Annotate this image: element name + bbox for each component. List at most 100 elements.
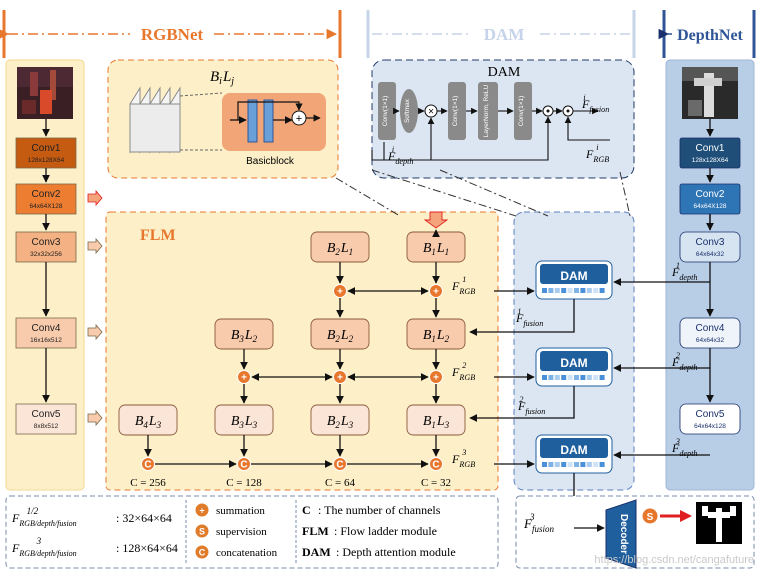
flm-channel-label: C = 32 bbox=[421, 477, 451, 489]
dam-softmax bbox=[400, 89, 418, 133]
dam-conv2-box: Conv(1×1) bbox=[448, 82, 466, 140]
flm-block-b4-l3: B4L3 bbox=[118, 404, 178, 436]
depth-conv-size: 64x64x128 bbox=[694, 423, 726, 430]
depth-conv-name: Conv2 bbox=[696, 189, 725, 200]
flm-concat-3 bbox=[429, 457, 443, 471]
stacked-layers-icon bbox=[129, 86, 181, 154]
flm-block-b2-l1: B2L1 bbox=[310, 231, 370, 263]
basicblock-title: BiLj bbox=[210, 69, 234, 87]
legend-third-formula: FRGB/depth/fusion3 bbox=[11, 536, 77, 558]
feature-label: Fdepth1 bbox=[671, 261, 697, 282]
flm-panel bbox=[105, 211, 499, 491]
feature-label: Fdepth2 bbox=[671, 351, 697, 372]
feature-label: FRGB3 bbox=[451, 448, 475, 469]
svg-text:Conv(1×1): Conv(1×1) bbox=[382, 96, 389, 127]
legend-def-text: : Flow ladder module bbox=[334, 524, 437, 538]
dam-module-label: DAM bbox=[560, 269, 587, 283]
rgb-conv2-block: Conv2 64x64X128 bbox=[15, 183, 77, 215]
header-depthnet: DepthNet bbox=[658, 10, 756, 58]
dam-module-3: DAM bbox=[535, 434, 613, 474]
depth-conv-name: Conv3 bbox=[696, 237, 725, 248]
legend-panel bbox=[5, 495, 499, 569]
svg-text:+: + bbox=[241, 373, 247, 384]
depth-conv-name: Conv5 bbox=[696, 409, 725, 420]
flm-channel-label: C = 256 bbox=[130, 477, 166, 489]
rgb-conv-size: 128x128X64 bbox=[28, 157, 65, 164]
svg-text:B3L2: B3L2 bbox=[231, 328, 258, 344]
legend-def-text: : The number of channels bbox=[318, 503, 441, 517]
flm-channel-label: C = 128 bbox=[226, 477, 262, 489]
legend-def-key: FLM bbox=[302, 524, 329, 538]
svg-text:+: + bbox=[199, 506, 204, 516]
svg-text:B4L3: B4L3 bbox=[135, 414, 162, 430]
flm-concat-2 bbox=[333, 457, 347, 471]
svg-text:Conv(1×1): Conv(1×1) bbox=[518, 96, 525, 127]
svg-text:B1L3: B1L3 bbox=[423, 414, 450, 430]
dam-detail-panel bbox=[371, 59, 635, 179]
svg-text:B2L2: B2L2 bbox=[327, 328, 354, 344]
legend-supervision-icon bbox=[194, 523, 210, 539]
legend-concatenation-label: concatenation bbox=[216, 547, 278, 559]
dam-module-1: DAM bbox=[535, 260, 613, 300]
rgb-conv5-block: Conv5 8x8x512 bbox=[15, 403, 77, 435]
flm-sum-r1-c2 bbox=[333, 284, 347, 298]
svg-text:Conv(1×1): Conv(1×1) bbox=[452, 96, 459, 127]
depth-conv-size: 128x128X64 bbox=[692, 157, 729, 164]
dam-module-label: DAM bbox=[560, 356, 587, 370]
depth-input-image bbox=[682, 67, 738, 119]
rgb-to-flm-arrow bbox=[87, 237, 103, 255]
rgb-conv-size: 64x64X128 bbox=[30, 203, 63, 210]
rgb-conv-size: 8x8x512 bbox=[34, 423, 59, 430]
legend-def-key: C bbox=[302, 503, 311, 517]
dam-detail-ops: Conv(1×1) Softmax × Conv(1×1) LayerNorm, ReL… bbox=[371, 82, 610, 166]
flm-concat-1 bbox=[237, 457, 251, 471]
svg-text:+: + bbox=[296, 113, 302, 125]
svg-text:+: + bbox=[337, 373, 343, 384]
feature-label: FRGB2 bbox=[451, 361, 475, 382]
flm-concat-0 bbox=[141, 457, 155, 471]
depth-conv5-block: Conv5 64x64x128 bbox=[679, 403, 741, 435]
rgb-to-flm-arrow bbox=[87, 409, 103, 427]
dam-conv3-box: Conv(1×1) bbox=[514, 82, 532, 140]
header-dam: DAM bbox=[366, 10, 636, 58]
rgb-conv-name: Conv2 bbox=[32, 189, 61, 200]
svg-text:S: S bbox=[199, 527, 205, 537]
depth-conv-name: Conv4 bbox=[696, 323, 725, 334]
svg-text:B1L2: B1L2 bbox=[423, 328, 450, 344]
rgb-to-flm-arrow bbox=[87, 189, 103, 207]
decoder-block bbox=[605, 499, 637, 569]
flm-block-b3-l2: B3L2 bbox=[214, 318, 274, 350]
svg-text:+: + bbox=[433, 287, 439, 298]
flm-block-b1-l2: B1L2 bbox=[406, 318, 466, 350]
depth-conv-name: Conv1 bbox=[696, 143, 725, 154]
header-rgbnet: RGBNet bbox=[0, 10, 342, 58]
dam-detail-title: DAM bbox=[488, 65, 521, 80]
legend-half-value: : 32×64×64 bbox=[116, 511, 172, 525]
rgb-conv-name: Conv3 bbox=[32, 237, 61, 248]
rgb-conv-name: Conv5 bbox=[32, 409, 61, 420]
dam-module-2: DAM bbox=[535, 347, 613, 387]
basicblock-label: Basicblock bbox=[246, 156, 295, 167]
feature-label: Ffusion1 bbox=[515, 307, 543, 328]
feature-label: Ffusion2 bbox=[517, 395, 545, 416]
legend-supervision-label: supervision bbox=[216, 526, 267, 538]
flm-block-b2-l2: B2L2 bbox=[310, 318, 370, 350]
svg-text:C: C bbox=[432, 460, 439, 471]
svg-text:×: × bbox=[428, 107, 434, 118]
dam-layernorm-box: LayerNorm, ReLU bbox=[478, 82, 498, 140]
svg-text:Softmax: Softmax bbox=[404, 98, 411, 123]
dam-module-label: DAM bbox=[560, 443, 587, 457]
legend-half-formula: FRGB/depth/fusion1/2 bbox=[11, 506, 77, 528]
watermark: https://blog.csdn.net/cangafuture bbox=[594, 554, 754, 566]
flm-block-b1-l3: B1L3 bbox=[406, 404, 466, 436]
rgb-conv-size: 16x16x512 bbox=[30, 337, 62, 344]
flm-title: FLM bbox=[140, 227, 176, 244]
